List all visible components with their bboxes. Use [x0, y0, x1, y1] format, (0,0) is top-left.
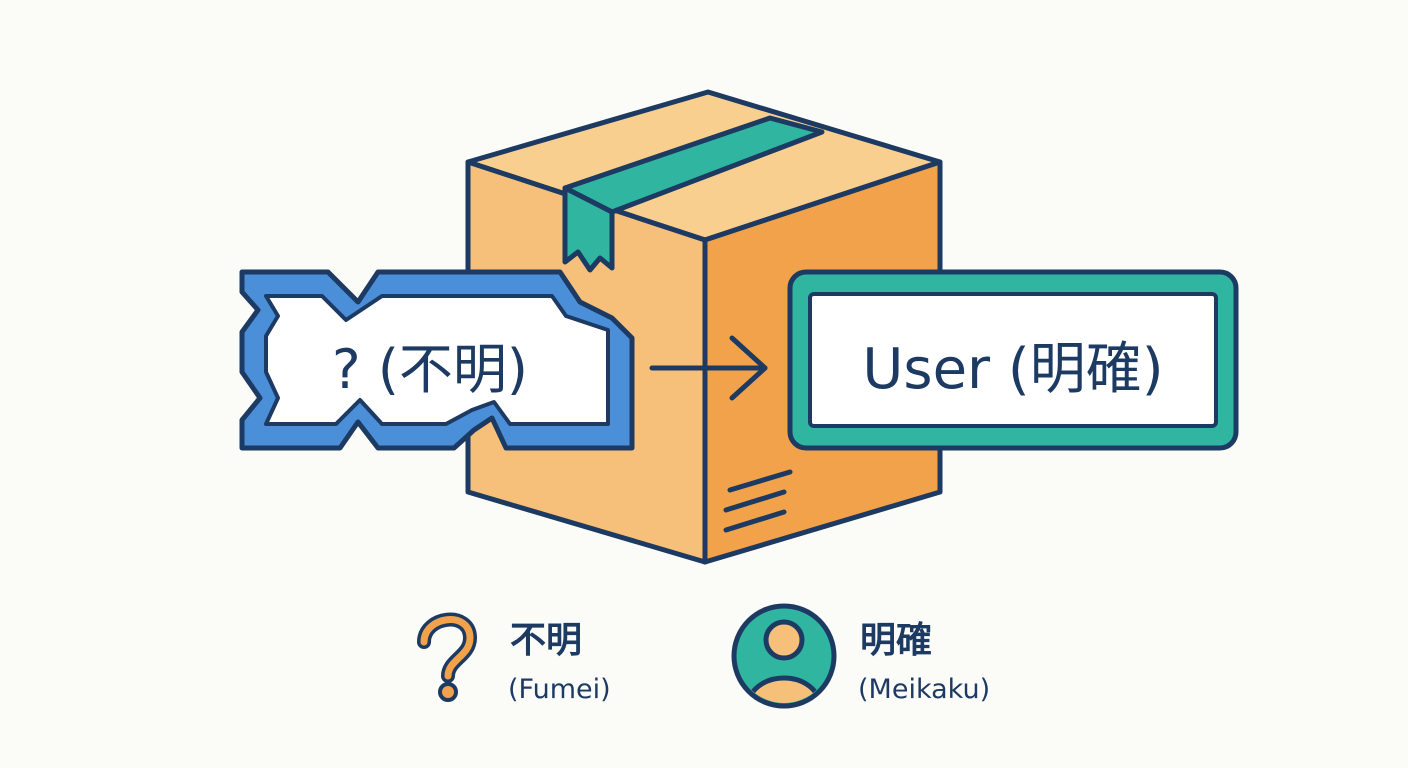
- box-label-line: [727, 469, 793, 493]
- user-avatar-icon: [731, 603, 837, 709]
- box-label-line: [723, 509, 787, 533]
- unknown-label-text: ? (不明): [332, 338, 528, 401]
- question-mark-icon: [417, 612, 478, 702]
- unknown-type-label: ? (不明): [239, 269, 635, 451]
- arrow-right-icon: [649, 335, 768, 401]
- unknown-label-inner: [264, 294, 610, 426]
- known-label-inner: [808, 292, 1218, 428]
- legend-known: 明確 (Meikaku): [731, 603, 990, 709]
- legend-known-title: 明確: [860, 620, 932, 661]
- box-tape-flap: [562, 185, 615, 273]
- legend-known-reading: (Meikaku): [858, 674, 990, 705]
- known-type-label: User (明確): [787, 269, 1239, 451]
- legend-unknown-reading: (Fumei): [508, 674, 611, 705]
- box-label-line: [723, 489, 787, 513]
- known-label-text: User (明確): [862, 337, 1163, 402]
- legend-unknown-title: 不明: [510, 620, 582, 661]
- legend-unknown: 不明 (Fumei): [417, 612, 611, 705]
